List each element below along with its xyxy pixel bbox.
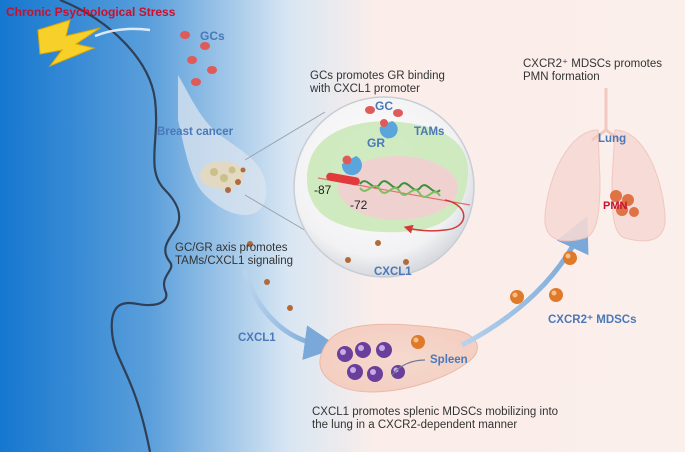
cxcl1-flow-label: CXCL1	[238, 332, 276, 344]
head-silhouette	[59, 0, 181, 452]
tams-label: TAMs	[414, 126, 445, 138]
dna-strand	[317, 172, 471, 206]
gr-label: GR	[367, 136, 385, 150]
cxcr2-mdsc-circulating	[510, 251, 577, 304]
spleen-mobilize-arrow	[391, 359, 426, 376]
position-72-label: -72	[350, 198, 368, 212]
spleen-caption-1: CXCL1 promotes splenic MDSCs mobilizing …	[312, 406, 559, 418]
cxcl1-bubble-label: CXCL1	[374, 266, 412, 278]
gc-label: GC	[375, 99, 393, 113]
gc-molecules-top	[180, 31, 217, 86]
pmn-cluster	[610, 190, 639, 217]
pmn-caption-2: PMN formation	[523, 71, 600, 83]
arrow-to-spleen	[242, 269, 340, 360]
arrow-to-lung	[460, 216, 589, 348]
stress-wave	[94, 27, 151, 38]
cxcr2-mdscs-label: CXCR2⁺ MDSCs	[548, 314, 637, 326]
position-87-label: -87	[314, 183, 332, 197]
axis-caption-1: GC/GR axis promotes	[175, 242, 288, 254]
breast-cancer-label: Breast cancer	[157, 126, 234, 138]
pmn-label: PMN	[603, 200, 628, 212]
transcription-arrow	[403, 199, 465, 234]
gc-gr-complex	[341, 106, 403, 176]
cxcl1-dots-bubble	[345, 240, 409, 265]
spleen-label: Spleen	[430, 354, 468, 366]
gr-binding-caption-2: with CXCL1 promoter	[310, 83, 420, 95]
axis-caption-2: TAMs/CXCL1 signaling	[175, 255, 294, 267]
body-silhouette	[178, 75, 267, 215]
gr-binding-caption-1: GCs promotes GR binding	[310, 70, 445, 82]
zoom-line-top	[244, 111, 326, 161]
cxcl1-dots-flow	[247, 241, 293, 311]
diagram-title: Chronic Psychological Stress	[6, 5, 176, 19]
pmn-caption-1: CXCR2⁺ MDSCs promotes	[523, 58, 662, 70]
tumor-cells	[210, 166, 246, 193]
lightning-icon	[37, 19, 101, 68]
lung-label: Lung	[598, 133, 627, 145]
gcs-label: GCs	[200, 29, 225, 43]
spleen-caption-2: the lung in a CXCR2-dependent manner	[312, 419, 518, 431]
